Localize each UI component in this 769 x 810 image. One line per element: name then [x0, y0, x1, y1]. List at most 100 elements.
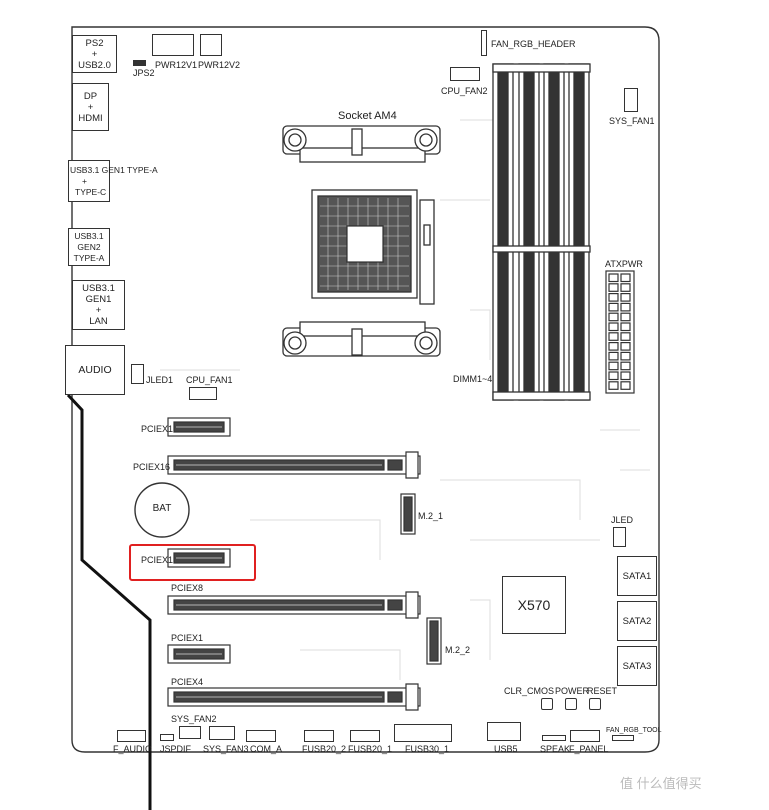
com-a-label: COM_A [250, 744, 283, 754]
fusb20-2-header [304, 730, 334, 742]
pwr12v2-label: PWR12V2 [198, 60, 241, 70]
socket-label: Socket AM4 [338, 110, 397, 122]
atx-pin [608, 322, 619, 332]
speak-header [542, 735, 566, 741]
atxpwr-label: ATXPWR [605, 259, 643, 269]
fusb20-1-label: FUSB20_1 [348, 744, 393, 754]
atx-pin [608, 283, 619, 292]
fan-rgb-header-label: FAN_RGB_HEADER [491, 39, 576, 49]
pcie-slots [167, 417, 421, 711]
cpu-fan1-label: CPU_FAN1 [186, 375, 233, 385]
watermark: 值 什么值得买 [620, 776, 702, 791]
jled1-label: JLED1 [146, 375, 174, 385]
pciex1-c-label: PCIEX1 [171, 633, 204, 643]
atx-pin [608, 351, 619, 361]
atx-pin [620, 283, 631, 292]
f-audio-label: F_AUDIO [113, 744, 153, 754]
atx-pin [620, 351, 631, 361]
sys-fan3-connector [209, 726, 235, 740]
m2-1-label: M.2_1 [418, 511, 444, 521]
pciex16-label: PCIEX16 [133, 462, 171, 472]
socket-retention-top [282, 125, 441, 163]
socket-retention-bottom [282, 321, 441, 357]
usb31-gen1-typea-port: USB3.1 GEN1 TYPE-A+TYPE-C [68, 160, 158, 202]
power-button [565, 698, 577, 710]
sys-fan1-connector [624, 88, 638, 112]
fan-rgb-header-connector [481, 30, 487, 56]
jled-connector [613, 527, 626, 547]
atxpwr-connector [605, 270, 635, 394]
atx-pin [620, 322, 631, 332]
fusb20-1-header [350, 730, 380, 742]
pwr12v1-label: PWR12V1 [155, 60, 198, 70]
pwr12v1-connector [152, 34, 194, 56]
bat-label: BAT [152, 503, 172, 514]
m2-2-label: M.2_2 [445, 645, 471, 655]
x570-chipset: X570 [502, 576, 566, 634]
atx-pin [620, 381, 631, 390]
pciex4-label: PCIEX4 [171, 677, 204, 687]
clr-cmos-label: CLR_CMOS [504, 686, 555, 696]
pciex1-a-label: PCIEX1 [141, 424, 174, 434]
atx-pin [620, 293, 631, 302]
atx-pin [608, 381, 619, 390]
speak-label: SPEAK [540, 744, 571, 754]
pciex1-b-label: PCIEX1 [141, 555, 174, 565]
usb5-port [487, 722, 521, 741]
fusb30-1-header [394, 724, 452, 742]
fan-rgb-tool-connector [612, 735, 634, 741]
atx-pin [620, 332, 631, 341]
atx-pin [620, 302, 631, 312]
atx-pin [608, 312, 619, 322]
reset-button [589, 698, 601, 710]
jspdif-header [160, 734, 174, 741]
usb31-gen1-lan-port: USB3.1 GEN1+LAN [72, 280, 125, 330]
sys-fan3-label: SYS_FAN3 [203, 744, 249, 754]
highlight-rect [129, 544, 256, 581]
dp-hdmi-port: DP+HDMI [72, 83, 109, 131]
atx-pin [608, 342, 619, 351]
pwr12v2-connector [200, 34, 222, 56]
jps2-header [133, 60, 146, 66]
sata1-port: SATA1 [617, 556, 657, 596]
m2-slots [400, 493, 442, 665]
atx-pin [608, 371, 619, 381]
f-panel-label: F_PANEL [569, 744, 609, 754]
atx-pin [608, 293, 619, 302]
fusb20-2-label: FUSB20_2 [302, 744, 347, 754]
atx-pin [608, 273, 619, 283]
atx-pin [608, 361, 619, 371]
f-panel-header [570, 730, 600, 742]
cpu-fan1-connector [189, 387, 217, 400]
ps2-usb-port: PS2+USB2.0 [72, 35, 117, 73]
com-a-header [246, 730, 276, 742]
clr-cmos-button [541, 698, 553, 710]
cpu-fan2-connector [450, 67, 480, 81]
jspdif-label: JSPDIF [160, 744, 192, 754]
atx-pin [620, 342, 631, 351]
battery-drawing [134, 482, 190, 538]
power-label: POWER [555, 686, 590, 696]
atx-pin [620, 312, 631, 322]
jled-label: JLED [611, 515, 634, 525]
fan-rgb-tool-label: FAN_RGB_TOOL [606, 727, 662, 734]
sys-fan2-connector [179, 726, 201, 739]
atx-pin [620, 361, 631, 371]
jled1-connector [131, 364, 144, 384]
sata3-port: SATA3 [617, 646, 657, 686]
audio-port: AUDIO [65, 345, 125, 395]
usb5-label: USB5 [494, 744, 518, 754]
reset-label: RESET [587, 686, 618, 696]
sys-fan2-label: SYS_FAN2 [171, 714, 217, 724]
sata2-port: SATA2 [617, 601, 657, 641]
fusb30-1-label: FUSB30_1 [405, 744, 450, 754]
f-audio-header [117, 730, 146, 742]
jps2-label: JPS2 [133, 68, 155, 78]
atx-pin [620, 371, 631, 381]
atx-pin [608, 302, 619, 312]
atx-pin [608, 332, 619, 341]
sys-fan1-label: SYS_FAN1 [609, 116, 655, 126]
atx-pin [620, 273, 631, 283]
